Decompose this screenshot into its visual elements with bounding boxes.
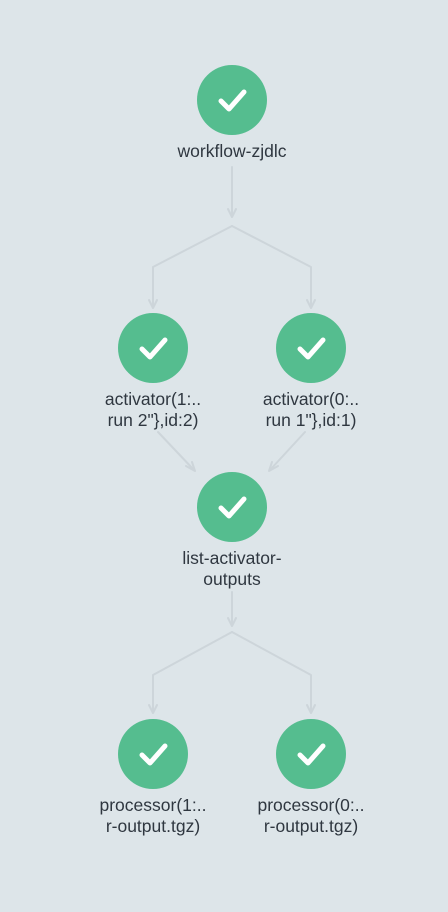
node-label: activator(0:.. run 1"},id:1)	[231, 389, 391, 431]
edge-arrow	[148, 299, 158, 309]
edge-activator0-to-list	[269, 431, 306, 471]
edge-activator1-to-list	[157, 431, 195, 471]
edge-arrow	[227, 208, 237, 218]
node-label: workflow-zjdlc	[152, 141, 312, 162]
node-label: processor(1:.. r-output.tgz)	[73, 795, 233, 837]
edge-arrow	[148, 704, 158, 714]
node-label-line: outputs	[203, 569, 261, 589]
edge-arrow	[306, 704, 316, 714]
node-label-line: activator(0:..	[262, 389, 360, 409]
node-label-line: workflow-zjdlc	[177, 141, 287, 161]
check-icon	[297, 743, 326, 766]
node-label-line: run 1"},id:1)	[265, 410, 357, 430]
node-label-line: processor(0:..	[257, 795, 365, 815]
node-label-line: run 2"},id:2)	[107, 410, 199, 430]
node-status-circle	[197, 65, 267, 135]
node-label-line: r-output.tgz)	[263, 816, 359, 836]
edge-arrow	[227, 617, 237, 627]
node-label-line: r-output.tgz)	[105, 816, 201, 836]
check-icon	[218, 89, 247, 112]
edge-arrow	[268, 461, 279, 472]
node-status-circle	[276, 313, 346, 383]
check-icon	[139, 337, 168, 360]
edge-fork-left	[152, 225, 233, 306]
edge-arrow	[185, 461, 196, 472]
check-icon	[297, 337, 326, 360]
edge-fork-right	[231, 225, 312, 306]
node-status-circle	[276, 719, 346, 789]
edge-fork2-right	[231, 631, 312, 711]
node-status-circle	[118, 313, 188, 383]
node-label-line: activator(1:..	[104, 389, 202, 409]
edge-arrow	[306, 299, 316, 309]
node-label-line: list-activator-	[182, 548, 282, 568]
node-status-circle	[197, 472, 267, 542]
check-icon	[139, 743, 168, 766]
node-label-line: processor(1:..	[99, 795, 207, 815]
node-label: activator(1:.. run 2"},id:2)	[73, 389, 233, 431]
edge-fork2-left	[152, 631, 233, 711]
node-label: list-activator- outputs	[152, 548, 312, 590]
node-label: processor(0:.. r-output.tgz)	[231, 795, 391, 837]
check-icon	[218, 496, 247, 519]
node-status-circle	[118, 719, 188, 789]
